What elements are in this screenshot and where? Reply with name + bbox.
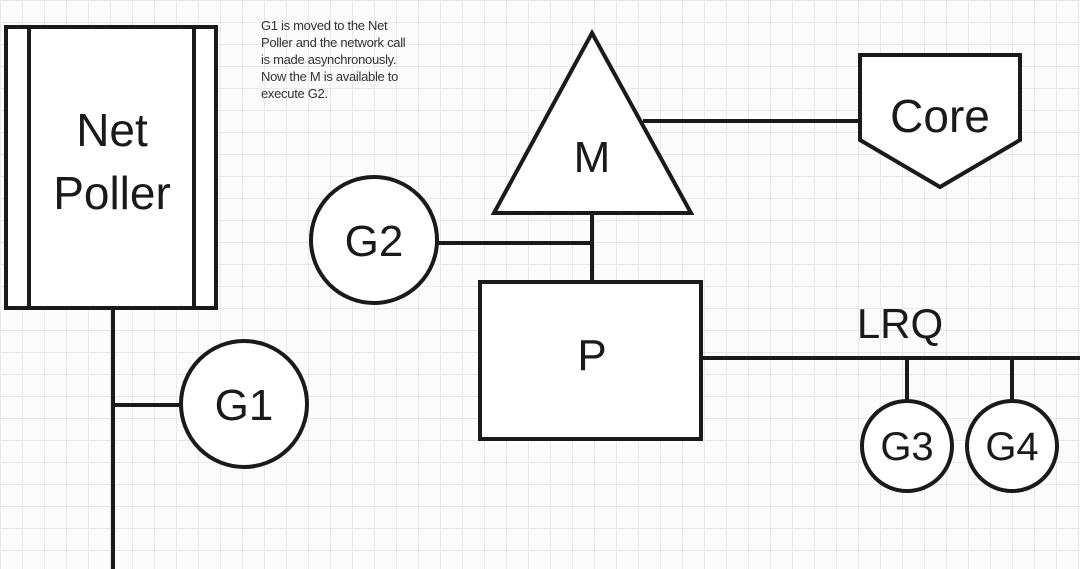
g3-circle — [860, 399, 954, 493]
note-line: execute G2. — [261, 86, 328, 101]
net-poller-box — [4, 25, 218, 310]
g4-label: G4 — [985, 425, 1038, 469]
p-label: P — [577, 331, 606, 380]
net-poller-node: Net Poller — [4, 25, 218, 310]
note-line: Now the M is available to — [261, 69, 399, 84]
core-node: Core — [858, 53, 1022, 190]
net-poller-label-line1: Net — [76, 104, 148, 156]
lrq-label: LRQ — [857, 300, 943, 347]
g2-label: G2 — [345, 217, 404, 266]
m-triangle — [490, 28, 695, 215]
g2-node: G2 — [309, 175, 439, 305]
m-label: M — [574, 133, 611, 182]
explanation-note: G1 is moved to the Net Poller and the ne… — [261, 17, 511, 102]
g1-label: G1 — [215, 381, 274, 430]
connectors — [111, 119, 1080, 569]
p-box — [478, 280, 703, 441]
note-line: is made asynchronously. — [261, 52, 397, 67]
p-node: P — [478, 280, 703, 441]
net-poller-label-line2: Poller — [53, 167, 171, 219]
g4-node: G4 — [965, 399, 1059, 493]
g2-circle — [309, 175, 439, 305]
g3-label: G3 — [880, 425, 933, 469]
note-line: Poller and the network call — [261, 35, 406, 50]
m-node: M — [490, 28, 695, 215]
g1-node: G1 — [179, 339, 309, 469]
core-label: Core — [890, 90, 990, 142]
g3-node: G3 — [860, 399, 954, 493]
note-line: G1 is moved to the Net — [261, 18, 388, 33]
core-shape — [858, 53, 1022, 190]
g4-circle — [965, 399, 1059, 493]
g1-circle — [179, 339, 309, 469]
